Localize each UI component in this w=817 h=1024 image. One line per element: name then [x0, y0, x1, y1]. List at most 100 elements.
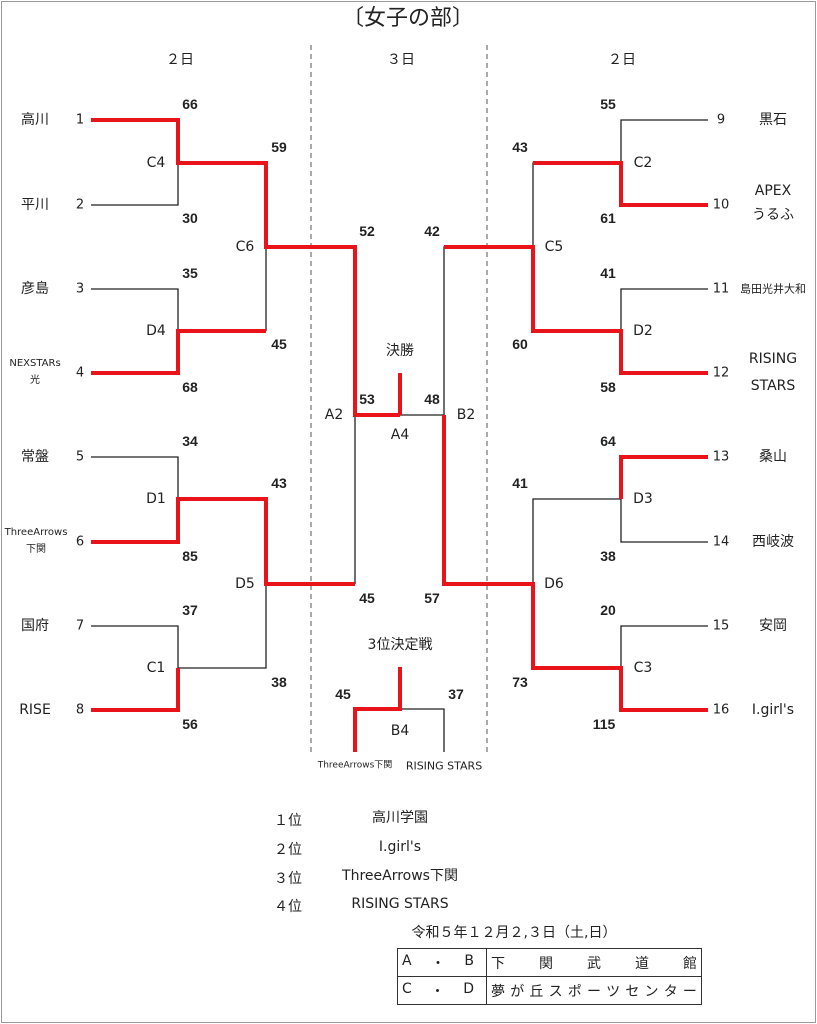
score: 59: [271, 139, 287, 155]
match-label-a4: A4: [390, 427, 410, 443]
team-name: 国府: [21, 618, 49, 634]
place-char: ー: [682, 983, 697, 1000]
venue-courts: A ・ B: [397, 948, 487, 977]
team-seed: 3: [75, 281, 85, 297]
team-name: 平川: [21, 197, 49, 213]
score: 61: [600, 210, 616, 226]
score: 43: [512, 139, 528, 155]
event-date: 令和５年１２月２,３日（土,日）: [411, 925, 617, 941]
place-char: ツ: [606, 983, 621, 1000]
team-seed: 12: [712, 365, 730, 381]
rank-team: I.girl's: [378, 839, 422, 855]
venue-row: A・B 下関武道館: [397, 948, 702, 977]
line-third-right: [400, 708, 445, 752]
match-label-d4: D4: [146, 323, 166, 339]
score: 85: [182, 548, 198, 564]
line-team-2: [91, 163, 179, 206]
court-char: ・: [430, 955, 453, 972]
score: 52: [359, 223, 375, 239]
score: 43: [271, 475, 287, 491]
place-char: 関: [539, 955, 553, 972]
match-label-c1: C1: [146, 660, 166, 676]
team-seed: 10: [712, 197, 730, 213]
team-name: RISE: [19, 702, 51, 718]
win-team-4: [91, 329, 266, 375]
rank-place: ４位: [274, 899, 302, 915]
rank-team: ThreeArrows下関: [342, 868, 458, 884]
score: 37: [182, 602, 198, 618]
rank-place: ３位: [274, 871, 302, 887]
score: 45: [335, 686, 351, 702]
score: 42: [424, 223, 440, 239]
place-char: ー: [586, 983, 601, 1000]
score: 60: [512, 336, 528, 352]
match-label-d1: D1: [146, 491, 166, 507]
match-label-c4: C4: [146, 155, 166, 171]
rank-team: RISING STARS: [351, 896, 449, 912]
line-c2-to-c5: [532, 162, 621, 247]
rank-team: 高川学園: [372, 810, 428, 826]
team-name: RISING: [748, 351, 798, 367]
team-seed: 5: [75, 449, 85, 465]
score: 68: [182, 379, 198, 395]
team-seed: 14: [712, 534, 730, 550]
team-name: 西岐波: [752, 534, 794, 550]
score: 45: [271, 336, 287, 352]
third-place-label: 3位決定戦: [367, 637, 433, 653]
win-team-12: [444, 245, 708, 375]
score: 55: [600, 96, 616, 112]
score: 30: [182, 210, 198, 226]
match-label-c6: C6: [235, 239, 255, 255]
day-header-left: ２日: [166, 52, 194, 68]
line-d3-to-d6: [532, 498, 621, 584]
court-char: A: [402, 952, 420, 969]
score: 48: [424, 391, 440, 407]
place-char: 丘: [529, 983, 544, 1000]
score: 66: [182, 96, 198, 112]
place-char: 武: [587, 955, 601, 972]
place-char: ポ: [567, 983, 582, 1000]
team-name: 常盤: [21, 449, 49, 465]
team-seed: 8: [75, 702, 85, 718]
day-header-center: ３日: [387, 52, 415, 68]
match-label-d2: D2: [633, 323, 653, 339]
win-team-16: [442, 415, 708, 712]
win-team-10: [533, 161, 708, 207]
team-name: 桑山: [759, 449, 787, 465]
match-label-d6: D6: [544, 576, 564, 592]
rank-place: １位: [274, 813, 302, 829]
team-seed: 15: [712, 618, 730, 634]
team-name: APEX: [754, 183, 792, 199]
place-char: ン: [644, 983, 659, 1000]
match-label-b4: B4: [390, 723, 410, 739]
line-team-9: [620, 119, 708, 163]
team-seed: 4: [75, 365, 85, 381]
team-name: 島田光井大和: [740, 282, 806, 296]
score: 41: [600, 265, 616, 281]
line-team-3: [91, 288, 179, 331]
venue-place: 下関武道館: [486, 948, 702, 977]
venue-table: A・B 下関武道館 C・D 夢が丘スポーツセンター: [397, 948, 702, 1005]
team-name-line2: うるふ: [752, 207, 794, 223]
venue-row: C・D 夢が丘スポーツセンター: [397, 976, 702, 1005]
score: 53: [359, 391, 375, 407]
match-label-c3: C3: [633, 660, 653, 676]
team-name-line2: 光: [30, 375, 40, 386]
team-seed: 11: [712, 281, 730, 297]
team-name-line2: 下関: [26, 544, 46, 555]
line-c5-to-b2: [443, 246, 533, 415]
day-header-right: ２日: [608, 52, 636, 68]
score: 38: [600, 548, 616, 564]
court-char: B: [464, 952, 482, 969]
court-char: ・: [430, 983, 453, 1000]
score: 57: [424, 590, 440, 606]
score: 35: [182, 265, 198, 281]
win-team-8: [91, 668, 180, 712]
place-char: セ: [625, 983, 640, 1000]
place-char: ス: [548, 983, 563, 1000]
line-team-15: [620, 625, 708, 668]
match-label-b2: B2: [456, 407, 476, 423]
